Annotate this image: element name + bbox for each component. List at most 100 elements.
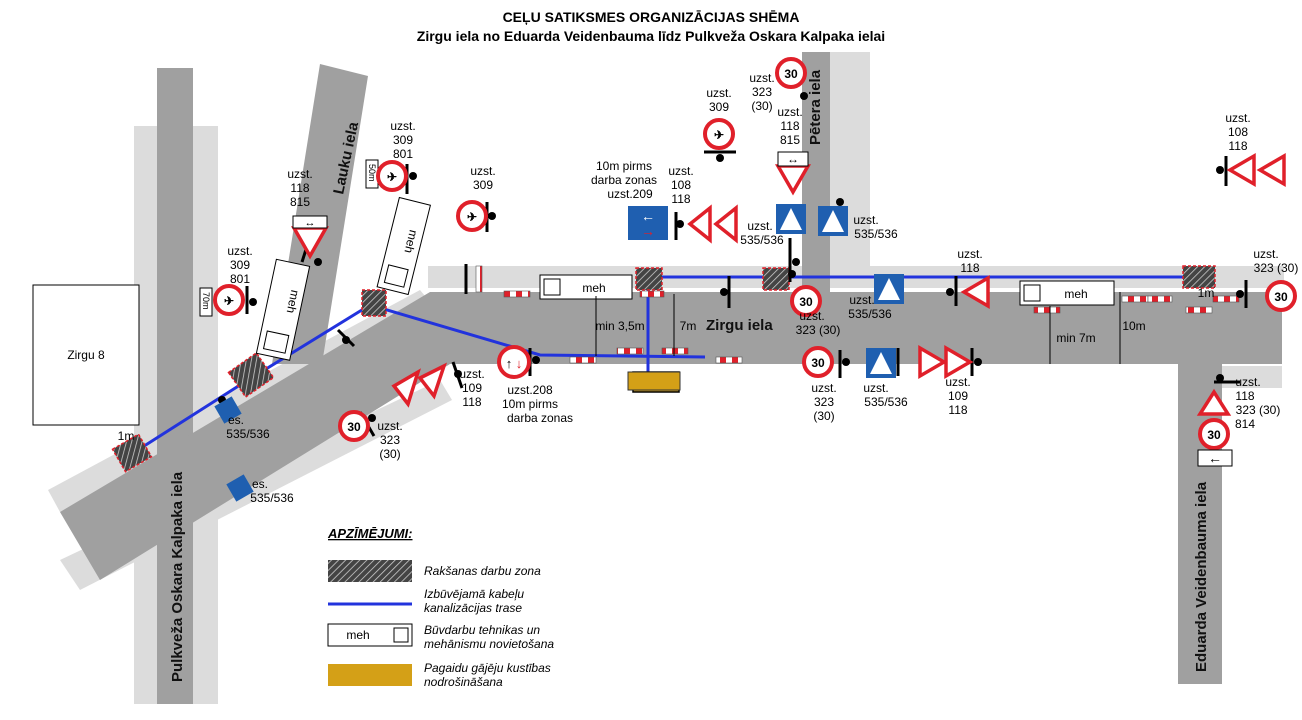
- svg-text:50m: 50m: [367, 164, 377, 182]
- priority-arrows-sign: ↑ ↓: [497, 345, 531, 379]
- svg-text:meh: meh: [582, 281, 605, 295]
- street-zirgu: Zirgu iela: [706, 317, 773, 334]
- label-s_118_c: uzst.118: [957, 247, 982, 275]
- svg-text:↔: ↔: [787, 152, 799, 166]
- vehicle-icon: meh: [1019, 280, 1115, 306]
- vehicles: meh meh meh meh: [255, 196, 1115, 361]
- label-s_535_536_d: uzst.535/536: [863, 381, 908, 409]
- speed-limit-sign: 30: [1198, 418, 1230, 450]
- building-label: Zirgu 8: [67, 348, 105, 362]
- legend-swatch-machinery: meh: [327, 623, 413, 647]
- speed-limit-sign: 30: [790, 285, 822, 317]
- label-s_323_30_mid: uzst.323 (30): [796, 309, 841, 337]
- label-s_309_d: uzst.309: [706, 86, 731, 114]
- diagram-subtitle: Zirgu iela no Eduarda Veidenbauma līdz P…: [417, 28, 885, 44]
- crosswalk-sign: [818, 206, 848, 236]
- svg-text:↓: ↓: [516, 356, 523, 371]
- warning-signs: [290, 152, 1286, 416]
- dim-1m-right: 1m: [1198, 286, 1215, 300]
- roadworks-warning-sign: [713, 204, 738, 244]
- narrowing-warning-sign: [1226, 152, 1256, 188]
- no-pedestrians-signs: ✈ ✈ ✈ ✈: [213, 118, 735, 316]
- svg-text:↑: ↑: [506, 356, 513, 371]
- dimensions: [595, 292, 1121, 364]
- svg-text:70m: 70m: [201, 292, 211, 310]
- diagram-title: CEĻU SATIKSMES ORGANIZĀCIJAS SHĒMA: [503, 9, 800, 25]
- vehicle-icon: meh: [255, 258, 311, 361]
- roadworks-warning-sign: [960, 274, 990, 310]
- svg-text:meh: meh: [284, 289, 303, 315]
- svg-text:✈: ✈: [714, 128, 724, 142]
- svg-text:←: ←: [1208, 450, 1222, 466]
- svg-text:30: 30: [1207, 428, 1221, 442]
- svg-text:30: 30: [811, 356, 825, 370]
- svg-text:←: ←: [641, 208, 655, 224]
- speed-limit-sign: 30: [338, 410, 370, 442]
- direction-arrow-sign: ↔: [292, 215, 328, 229]
- legend-title: APZĪMĒJUMI:: [327, 526, 413, 541]
- blue-signs: ← → ↔ ↔: [214, 151, 1233, 502]
- roadworks-warning-sign: [1256, 152, 1286, 188]
- svg-text:meh: meh: [1064, 287, 1087, 301]
- narrowing-warning-sign: [918, 344, 948, 380]
- legend-swatch-work-zone: [328, 560, 412, 582]
- svg-text:✈: ✈: [224, 294, 234, 308]
- priority-arrows-sign: ← →: [628, 206, 668, 240]
- direction-arrow-sign: ←: [1197, 449, 1233, 467]
- svg-text:30: 30: [784, 67, 798, 81]
- no-pedestrians-sign: ✈: [703, 118, 735, 150]
- legend-work-zone: Rakšanas darbu zona: [424, 564, 541, 578]
- crosswalk-sign: [226, 474, 254, 502]
- crosswalk-sign: [214, 396, 242, 424]
- roadworks-warning-sign: [1196, 388, 1232, 416]
- label-s_309_c: uzst.309: [470, 164, 495, 192]
- crosswalk-sign: [874, 274, 904, 304]
- svg-text:30: 30: [347, 420, 361, 434]
- direction-arrow-sign: ↔: [777, 151, 809, 167]
- dim-1m-left: 1m: [118, 429, 135, 443]
- barriers: [475, 265, 1240, 364]
- svg-text:→: →: [641, 223, 655, 239]
- vehicle-icon: meh: [539, 274, 633, 300]
- roadworks-warning-sign: [391, 368, 422, 408]
- label-s_535_536_b: uzst.535/536: [853, 213, 898, 241]
- vehicle-icon: meh: [376, 196, 432, 296]
- label-s_323_30_low: uzst.323(30): [811, 381, 836, 423]
- label-s_535_536_c: uzst.535/536: [848, 293, 892, 321]
- no-pedestrians-sign: ✈: [456, 200, 488, 232]
- narrowing-warning-sign: [687, 204, 712, 244]
- dim-min35: min 3,5m: [595, 319, 644, 333]
- label-s_323_30_right: uzst.323 (30): [1253, 247, 1298, 275]
- dim-10m: 10m: [1122, 319, 1145, 333]
- speed-limit-signs: 30 30 30 30 30 30: [338, 57, 1297, 450]
- crosswalk-sign: [866, 348, 896, 378]
- building-zirgu-8: [32, 284, 140, 426]
- svg-text:↔: ↔: [305, 217, 316, 229]
- label-s_535_536_a: uzst.535/536: [740, 219, 784, 247]
- dim-70m-plate: 70m: [199, 287, 213, 317]
- narrowing-warning-sign: [417, 362, 447, 400]
- speed-limit-sign: 30: [775, 57, 807, 89]
- street-kalpaka: Pulkveža Oskara Kalpaka iela: [169, 471, 186, 682]
- speed-limit-sign: 30: [1265, 280, 1297, 312]
- label-s_323_30_top: uzst.323(30): [749, 71, 774, 113]
- legend-swatch-pedestrian: [328, 664, 412, 686]
- dim-min7: min 7m: [1056, 331, 1095, 345]
- no-pedestrians-sign: ✈: [376, 160, 408, 192]
- svg-text:30: 30: [1274, 290, 1288, 304]
- svg-text:meh: meh: [346, 628, 369, 642]
- svg-text:30: 30: [799, 295, 813, 309]
- speed-limit-sign: 30: [802, 346, 834, 378]
